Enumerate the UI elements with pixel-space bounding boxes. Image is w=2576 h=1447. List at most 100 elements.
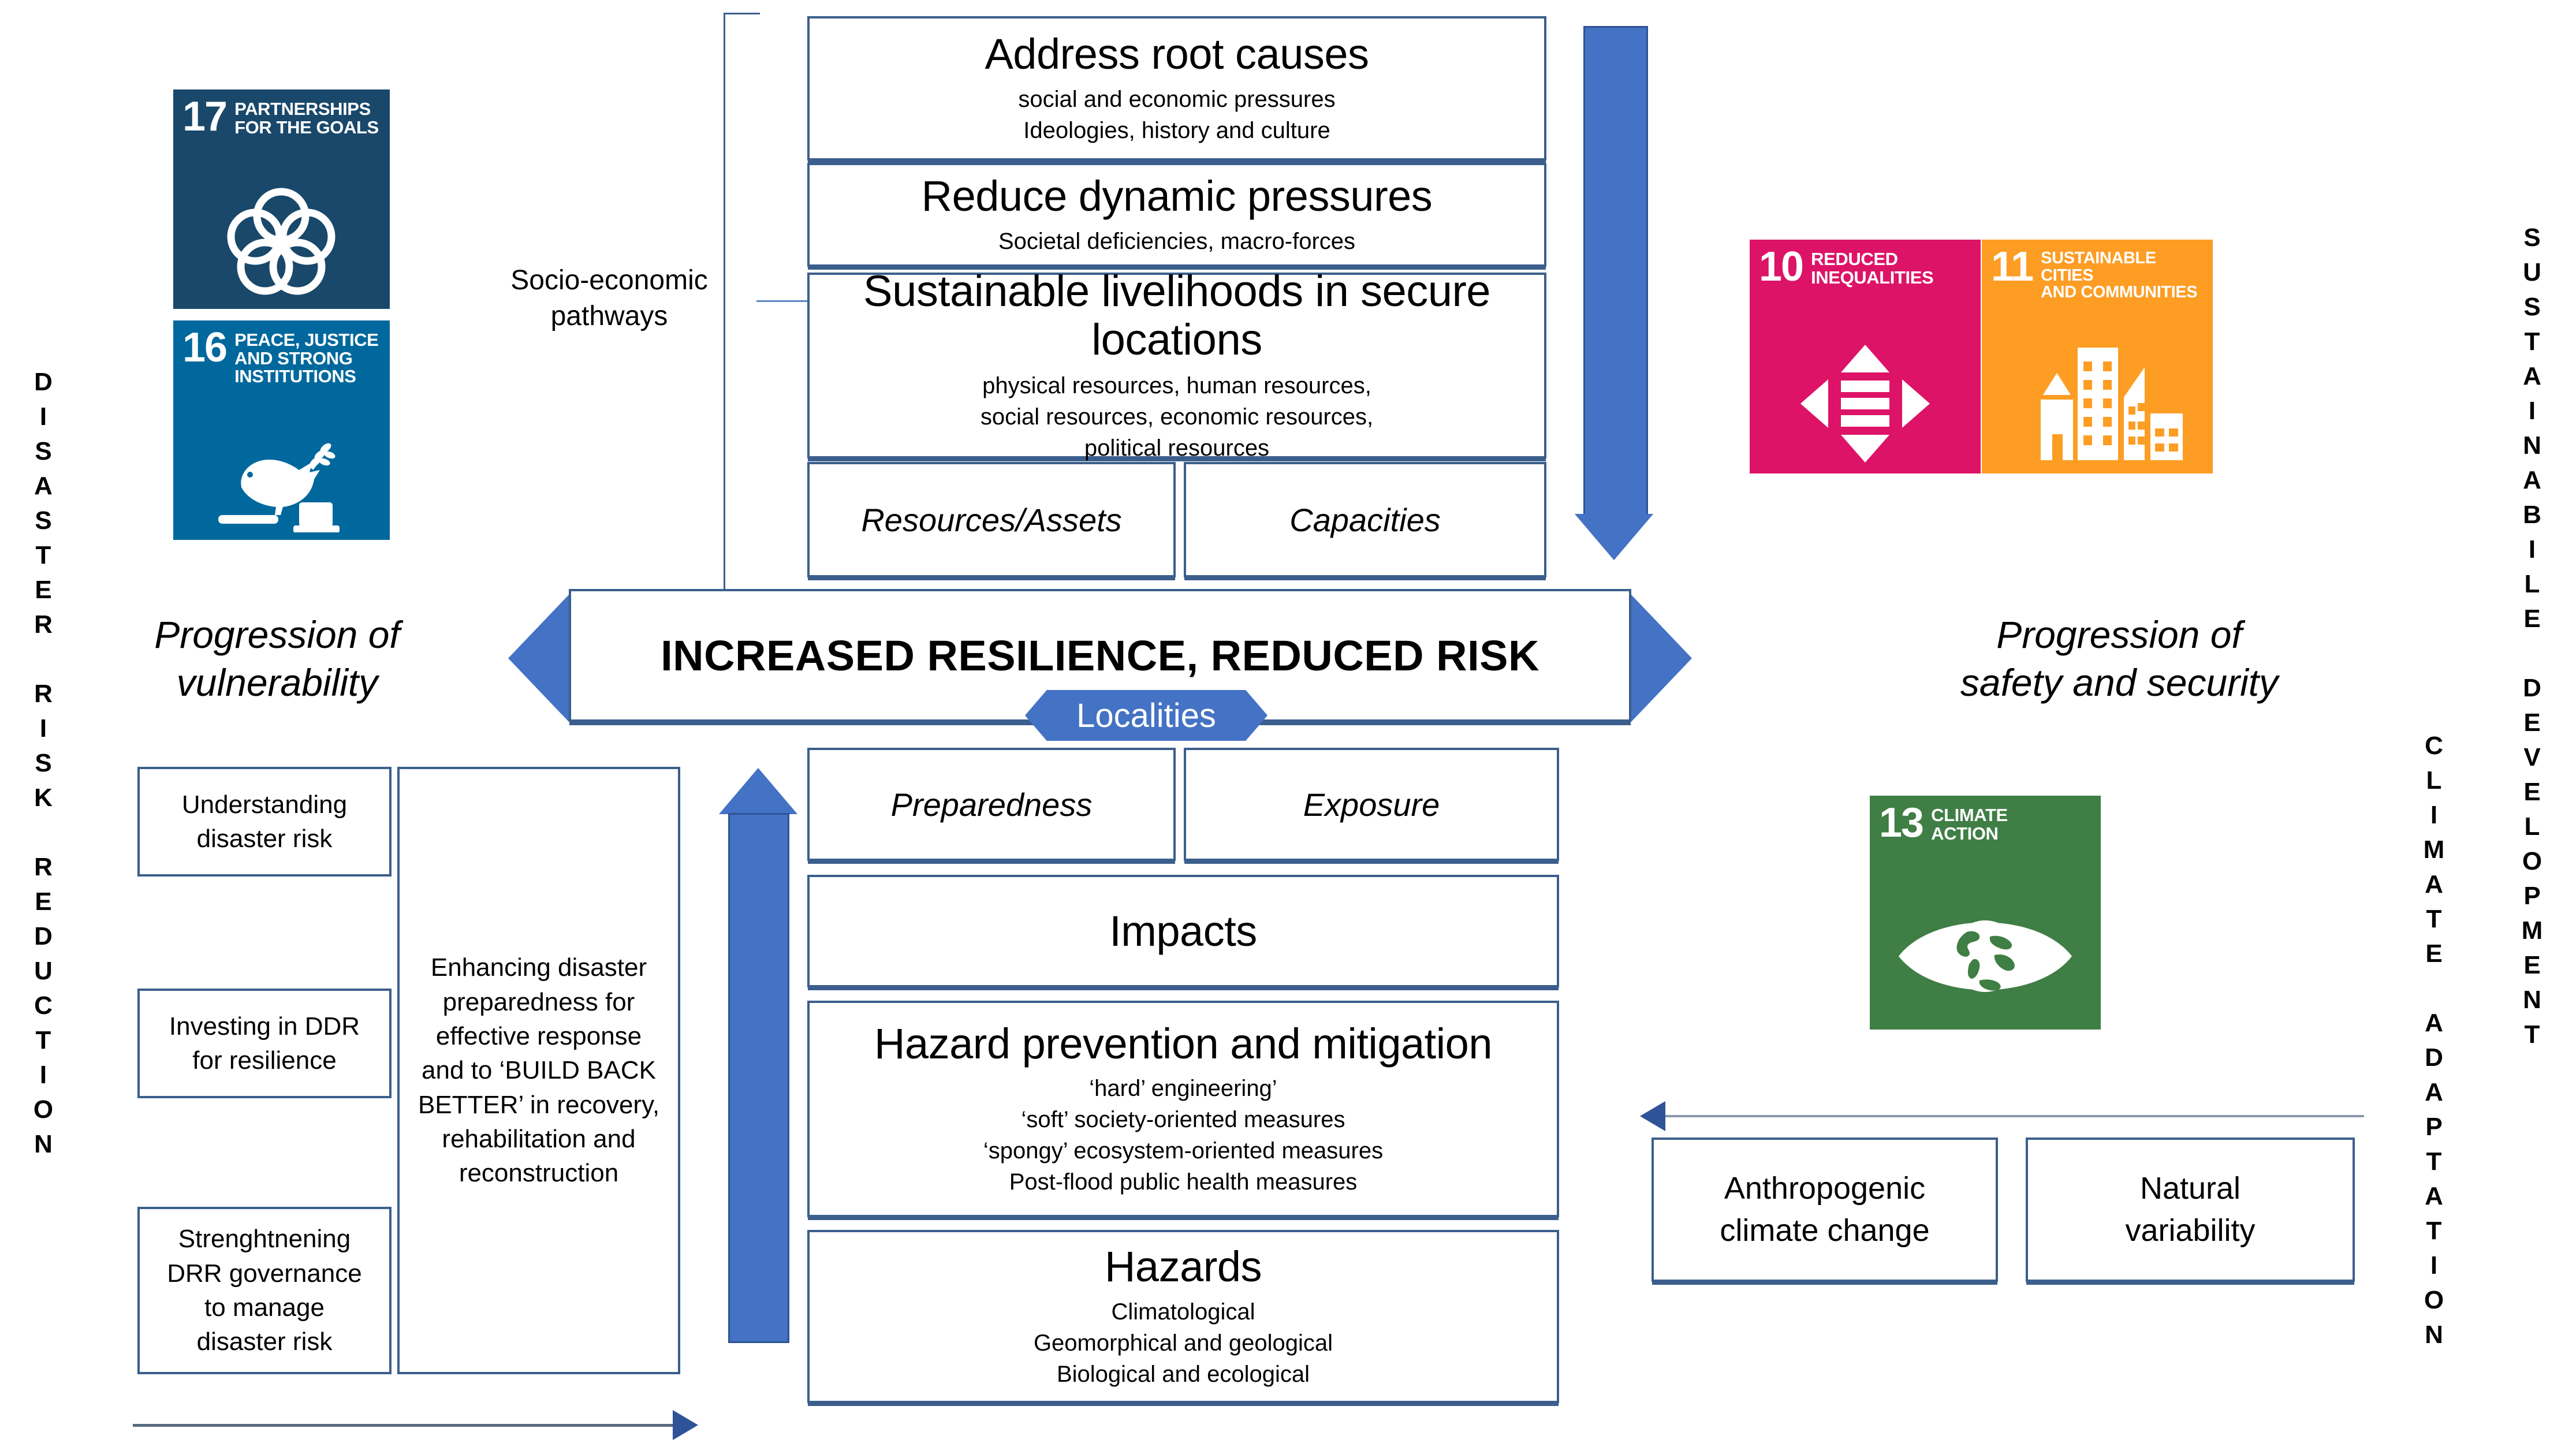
box-text-line: disaster risk — [196, 825, 333, 853]
upward-arrow — [713, 768, 823, 1343]
box-title: Exposure — [1303, 786, 1440, 823]
box-text-line: reconstruction — [458, 1159, 619, 1188]
arrow-head-left-icon — [1640, 1101, 1665, 1131]
vchar: N — [2523, 986, 2541, 1014]
vchar: A — [2425, 1078, 2443, 1106]
cityscape-icon — [1982, 337, 2213, 470]
box-reduce-dynamic-pressures: Reduce dynamic pressures Societal defici… — [807, 163, 1546, 267]
vchar: S — [35, 506, 52, 535]
vchar: A — [34, 472, 53, 500]
vchar: C — [34, 991, 53, 1020]
sdg-label-line: AND COMMUNITIES — [2041, 283, 2198, 302]
box-hazards: Hazards Climatological Geomorphical and … — [807, 1230, 1559, 1403]
box-text: Strenghtnening DRR governance to manage … — [156, 1222, 372, 1359]
tab-localities-label: Localities — [1076, 696, 1216, 734]
box-title: Sustainable livelihoods in secure locati… — [863, 267, 1491, 364]
bracket-stub — [756, 300, 808, 302]
box-text: Anthropogenic climate change — [1709, 1168, 1940, 1252]
box-subtitle: Societal deficiencies, macro-forces — [998, 226, 1355, 257]
box-text-line: disaster risk — [196, 1327, 333, 1356]
box-enhancing-disaster-preparedness: Enhancing disaster preparedness for effe… — [397, 767, 680, 1374]
vchar: E — [35, 576, 52, 604]
bracket-label-line: pathways — [550, 301, 668, 332]
sdg-number: 10 — [1759, 244, 1804, 290]
drr-progress-arrow-right — [133, 1409, 710, 1441]
sdg-label: SUSTAINABLE CITIES AND COMMUNITIES — [2041, 248, 2213, 301]
vchar: D — [34, 922, 53, 950]
vchar: O — [2424, 1286, 2444, 1314]
vchar: O — [2522, 847, 2543, 875]
vchar: E — [2523, 951, 2541, 979]
vchar: R — [34, 680, 53, 708]
box-drr-strengthening-drr-governance: Strenghtnening DRR governance to manage … — [137, 1207, 392, 1374]
socio-economic-pathways-label: Socio-economic pathways — [508, 263, 710, 335]
box-sustainable-livelihoods-in-secure-locations: Sustainable livelihoods in secure locati… — [807, 267, 1546, 461]
vchar: A — [2425, 1182, 2443, 1210]
box-text-line: climate change — [1720, 1213, 1930, 1248]
box-title: Hazards — [1104, 1243, 1262, 1291]
side-label-climate-adaptation: C L I M A T E A D A P T A T I O N — [2402, 733, 2466, 1357]
vchar: A — [2523, 362, 2541, 390]
vchar: T — [2426, 1147, 2442, 1176]
side-label-sustainable-development: S U S T A I N A B I L E D E V E L O P M … — [2500, 225, 2564, 1057]
arrow-head-right-icon — [673, 1410, 698, 1440]
vchar: I — [2430, 801, 2438, 829]
partnership-rings-icon — [173, 181, 390, 305]
box-title: Resources/Assets — [861, 501, 1122, 538]
vchar: T — [2524, 1020, 2540, 1049]
arrow-line — [133, 1424, 676, 1427]
label-progression-of-vulnerability: Progression of vulnerability — [98, 611, 456, 706]
vchar: U — [2523, 258, 2541, 286]
downward-arrow — [1559, 26, 1669, 560]
sdg-label-line: FOR THE GOALS — [234, 117, 379, 137]
climate-drivers-arrow-left — [1640, 1100, 2368, 1132]
vchar: T — [35, 1026, 51, 1054]
box-text-line: Anthropogenic — [1724, 1171, 1926, 1206]
box-title: Address root causes — [985, 30, 1369, 79]
prog-line: safety and security — [1960, 661, 2279, 704]
box-text: Natural variability — [2115, 1168, 2265, 1252]
vchar: N — [34, 1130, 53, 1158]
box-subtitle-line: Societal deficiencies, macro-forces — [998, 228, 1356, 254]
sdg-header: 17 PARTNERSHIPS FOR THE GOALS — [173, 89, 390, 140]
box-subtitle-line: Post-flood public health measures — [1009, 1169, 1358, 1195]
box-subtitle-line: Ideologies, history and culture — [1023, 117, 1330, 143]
vchar: E — [2425, 939, 2443, 968]
sdg-number: 17 — [182, 94, 228, 140]
banner-text: INCREASED RESILIENCE, REDUCED RISK — [661, 631, 1539, 680]
box-drr-understanding-disaster-risk: Understanding disaster risk — [137, 767, 392, 877]
sdg-label-line: SUSTAINABLE CITIES — [2041, 249, 2156, 285]
vchar: O — [33, 1095, 54, 1124]
box-subtitle-line: social and economic pressures — [1018, 86, 1336, 112]
box-text-line: Investing in DDR — [169, 1012, 360, 1041]
box-subtitle: physical resources, human resources, soc… — [981, 370, 1373, 464]
sdg-label-line: PEACE, JUSTICE — [234, 330, 379, 350]
vchar: I — [39, 402, 47, 431]
dove-gavel-icon — [173, 430, 390, 536]
chevron-right-icon — [1631, 595, 1692, 722]
box-capacities: Capacities — [1184, 462, 1546, 577]
vchar: I — [39, 1061, 47, 1089]
box-address-root-causes: Address root causes social and economic … — [807, 16, 1546, 161]
box-text-line: preparedness for — [442, 987, 635, 1016]
sdg-label-line: PARTNERSHIPS — [234, 99, 371, 119]
arrow-line — [1665, 1115, 2364, 1117]
vchar: T — [2426, 1217, 2442, 1245]
sdg-icon-16-peace-justice-and-strong-institutions: 16 PEACE, JUSTICE AND STRONG INSTITUTION… — [173, 320, 390, 540]
vchar: I — [39, 714, 47, 743]
box-impacts: Impacts — [807, 875, 1559, 987]
vchar: T — [2426, 905, 2442, 933]
vchar: L — [2524, 812, 2540, 841]
tab-localities[interactable]: Localities — [1025, 690, 1268, 741]
box-subtitle-line: Geomorphical and geological — [1033, 1330, 1333, 1356]
sdg-label-line: CLIMATE — [1931, 805, 2008, 825]
vchar: L — [2426, 766, 2442, 795]
box-text-line: effective response — [435, 1021, 642, 1050]
box-natural-variability: Natural variability — [2026, 1138, 2355, 1282]
box-text-line: Enhancing disaster — [430, 953, 647, 982]
sdg-header: 10 REDUCED INEQUALITIES — [1750, 240, 1981, 290]
box-subtitle: Climatological Geomorphical and geologic… — [1034, 1296, 1333, 1390]
box-subtitle-line: political resources — [1084, 435, 1270, 461]
bracket-label-line: Socio-economic — [510, 265, 708, 296]
